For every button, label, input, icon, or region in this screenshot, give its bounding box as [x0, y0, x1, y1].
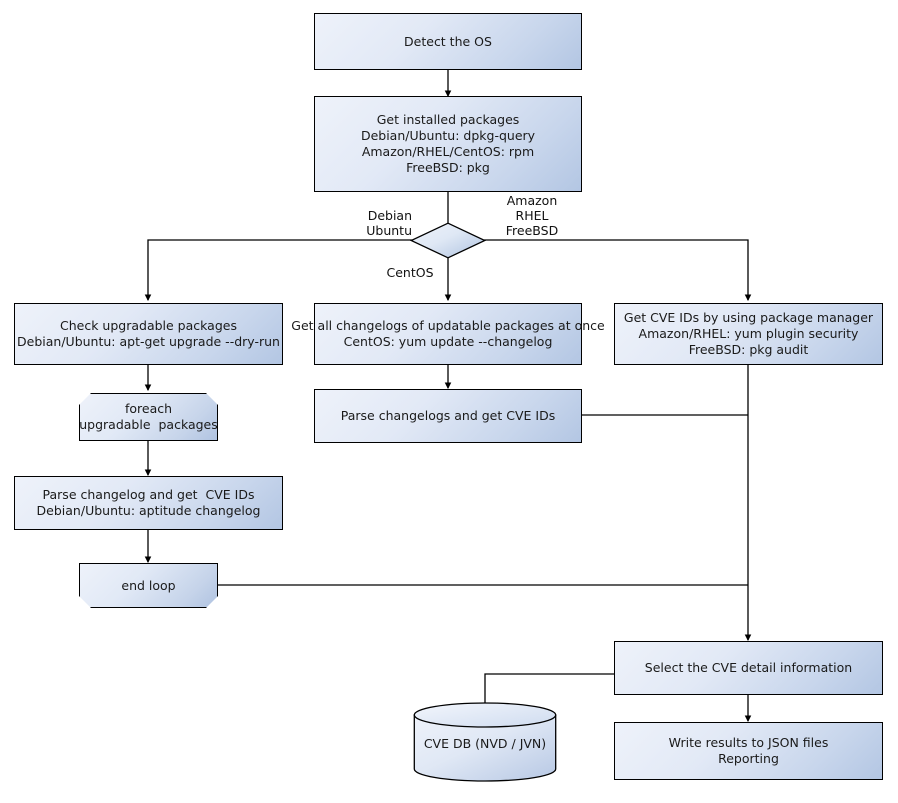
edge-label-amazon-rhel-freebsd: Amazon RHEL FreeBSD	[505, 193, 559, 238]
node-check-upgradable[interactable]: Check upgradable packages Debian/Ubuntu:…	[14, 303, 283, 365]
node-get-cve-ids-pkgmgr-label: Get CVE IDs by using package manager Ama…	[623, 310, 874, 357]
node-get-all-changelogs-label: Get all changelogs of updatable packages…	[291, 318, 605, 349]
edge-label-centos: CentOS	[386, 265, 434, 280]
node-check-upgradable-label: Check upgradable packages Debian/Ubuntu:…	[17, 318, 280, 349]
edge-label-debian-ubuntu: Debian Ubuntu	[366, 208, 412, 238]
node-parse-changelog-single-label: Parse changelog and get CVE IDs Debian/U…	[36, 487, 261, 518]
node-end-loop[interactable]: end loop	[79, 563, 218, 608]
node-detect-os-label: Detect the OS	[404, 33, 492, 49]
node-os-decision[interactable]	[410, 222, 486, 259]
node-foreach-loop-start-label: foreach upgradable packages	[79, 401, 218, 432]
node-cve-db[interactable]	[413, 702, 557, 782]
node-write-results-label: Write results to JSON files Reporting	[668, 735, 829, 766]
node-end-loop-label: end loop	[121, 577, 176, 593]
node-parse-changelogs-all-label: Parse changelogs and get CVE IDs	[340, 408, 556, 423]
node-select-cve-detail[interactable]: Select the CVE detail information	[614, 641, 883, 695]
node-end-loop-wrap: end loop	[79, 563, 218, 608]
node-parse-changelog-single[interactable]: Parse changelog and get CVE IDs Debian/U…	[14, 476, 283, 530]
node-cve-db-wrap: CVE DB (NVD / JVN)	[413, 702, 557, 782]
node-get-all-changelogs[interactable]: Get all changelogs of updatable packages…	[291, 303, 605, 365]
edge-decision-to-check-upgradable	[144, 239, 412, 302]
node-parse-changelogs-all[interactable]: Parse changelogs and get CVE IDs	[314, 389, 582, 443]
node-get-installed-packages[interactable]: Get installed packages Debian/Ubuntu: dp…	[314, 96, 582, 192]
node-foreach-loop-start[interactable]: foreach upgradable packages	[79, 393, 218, 441]
node-foreach-loop-start-wrap: foreach upgradable packages	[79, 393, 218, 441]
node-select-cve-detail-label: Select the CVE detail information	[644, 660, 853, 675]
node-detect-os[interactable]: Detect the OS	[314, 13, 582, 70]
edge-decision-to-pkgmgr	[484, 239, 752, 302]
node-cve-db-label: CVE DB (NVD / JVN)	[423, 736, 547, 751]
node-write-results[interactable]: Write results to JSON files Reporting	[614, 722, 883, 780]
node-get-installed-packages-label: Get installed packages Debian/Ubuntu: dp…	[360, 112, 536, 175]
node-get-cve-ids-pkgmgr[interactable]: Get CVE IDs by using package manager Ama…	[614, 303, 883, 365]
